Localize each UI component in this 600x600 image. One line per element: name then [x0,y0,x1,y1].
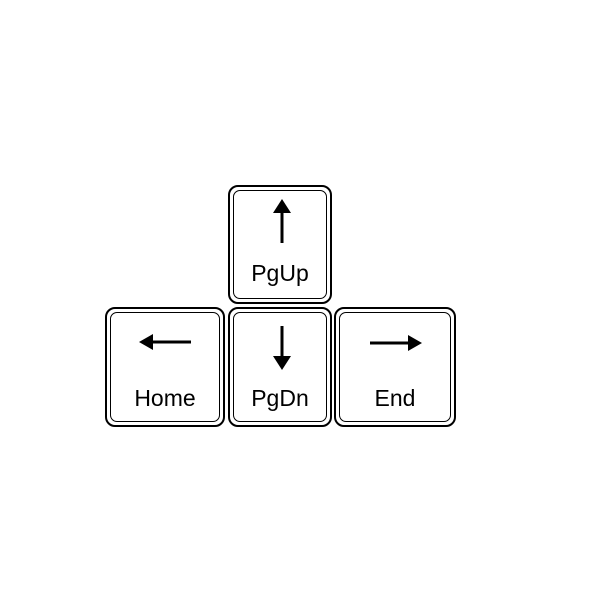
arrow-down-icon [273,326,291,370]
arrow-up-icon [273,199,291,243]
key-inner-border [233,190,327,299]
end-key-label: End [374,385,416,411]
home-key[interactable]: Home [105,307,225,427]
pgdn-key[interactable]: PgDn [228,307,332,427]
pgdn-key-label: PgDn [251,385,309,411]
pgup-key-label: PgUp [251,260,309,286]
key-inner-border [339,312,451,422]
arrow-left-icon [139,334,191,350]
arrow-right-icon [370,335,422,351]
key-inner-border [233,312,327,422]
end-key[interactable]: End [334,307,456,427]
pgup-key[interactable]: PgUp [228,185,332,304]
key-inner-border [110,312,220,422]
home-key-label: Home [134,385,196,411]
